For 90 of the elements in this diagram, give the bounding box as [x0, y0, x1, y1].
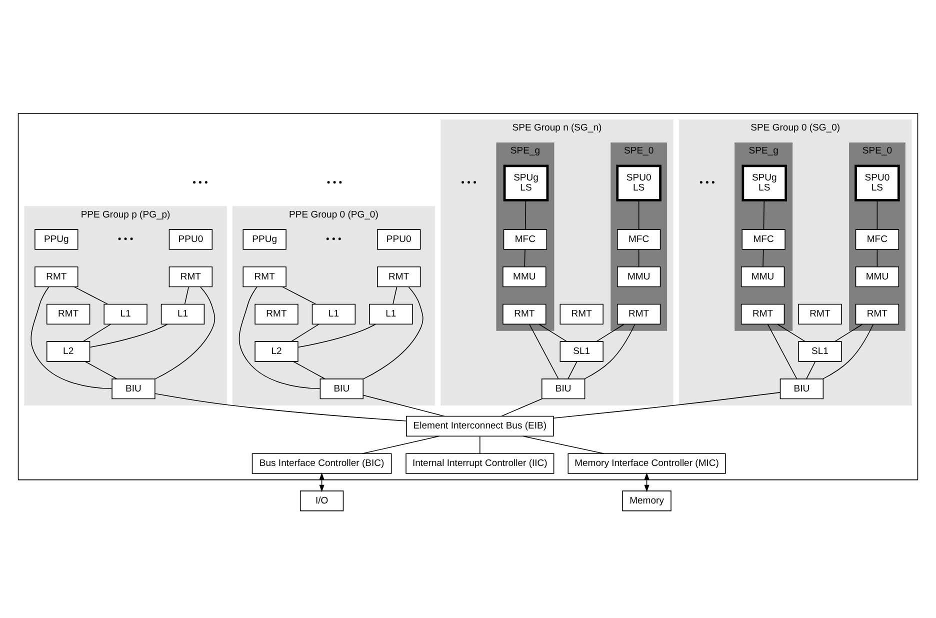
connector: [154, 286, 216, 380]
label: • • •: [118, 234, 134, 245]
connector: [568, 361, 578, 380]
connector: [806, 361, 816, 380]
connector: [762, 249, 764, 268]
node-box: L1: [160, 304, 205, 324]
node-box: MMU: [740, 266, 785, 288]
node-box: PPU0: [377, 229, 421, 250]
connector: [776, 324, 806, 342]
connector: [292, 361, 326, 380]
node-box: SPUg LS: [742, 164, 788, 202]
connector: [392, 286, 398, 305]
node-box: PPUg: [34, 229, 78, 250]
connector: [500, 398, 542, 417]
node-box: RMT: [168, 266, 213, 288]
connector: [524, 200, 526, 230]
node-box: Memory: [622, 490, 672, 512]
connector: [876, 249, 878, 268]
node-box: MFC: [616, 229, 661, 250]
node-box: MFC: [742, 229, 786, 250]
connector: [84, 361, 118, 380]
connector: [184, 286, 189, 305]
connector: [876, 200, 878, 230]
node-box: BIU: [112, 378, 156, 400]
connector: [522, 436, 605, 454]
node-box: Element Interconnect Bus (EIB): [406, 416, 554, 437]
connector: [90, 324, 168, 348]
connector: [291, 324, 320, 342]
connector: [584, 324, 636, 380]
node-box: Bus Interface Controller (BIC): [252, 453, 392, 474]
node-box: Internal Interrupt Controller (IIC): [406, 453, 554, 474]
node-box: BIU: [780, 378, 824, 400]
node-box: RMT: [798, 304, 842, 324]
node-box: Memory Interface Controller (MIC): [568, 453, 726, 474]
label: • • •: [326, 178, 342, 189]
label: • • •: [461, 178, 476, 189]
connector: [154, 393, 407, 422]
connector: [538, 324, 568, 342]
node-box: SL1: [798, 341, 842, 362]
connector: [553, 392, 781, 419]
node-box: RMT: [242, 266, 286, 288]
node-box: SPU0 LS: [854, 164, 900, 202]
connector: [362, 394, 445, 417]
node-box: RMT: [502, 304, 546, 324]
connector: [638, 200, 640, 230]
connector: [82, 324, 112, 342]
node-box: RMT: [254, 304, 298, 324]
label: • • •: [326, 234, 342, 245]
node-box: L1: [312, 304, 356, 324]
node-box: BIU: [542, 378, 586, 400]
connector: [596, 324, 625, 342]
connector: [74, 286, 108, 305]
connector: [763, 200, 765, 230]
node-box: SPUg LS: [503, 164, 549, 202]
label: • • •: [192, 178, 208, 189]
label: • • •: [700, 178, 715, 189]
node-box: PPUg: [242, 229, 286, 250]
connector: [238, 286, 321, 390]
connector: [362, 436, 440, 454]
node-box: BIU: [320, 378, 364, 400]
node-box: MMU: [855, 266, 900, 288]
connector: [638, 249, 640, 268]
node-box: RMT: [377, 266, 421, 288]
node-box: I/O: [300, 490, 344, 512]
connector: [834, 324, 864, 342]
node-box: RMT: [560, 304, 604, 324]
connector: [298, 324, 376, 348]
node-box: RMT: [616, 304, 661, 324]
connector: [767, 324, 798, 380]
node-box: MMU: [502, 266, 546, 288]
node-box: RMT: [740, 304, 785, 324]
node-box: MFC: [855, 229, 900, 250]
node-box: MMU: [616, 266, 661, 288]
connector: [362, 286, 424, 380]
node-box: L2: [254, 341, 298, 362]
node-box: L2: [46, 341, 90, 362]
connector: [822, 324, 874, 380]
node-box: PPU0: [168, 229, 213, 250]
connector: [30, 286, 112, 390]
node-box: RMT: [34, 266, 78, 288]
node-box: SL1: [560, 341, 604, 362]
node-box: RMT: [855, 304, 900, 324]
node-box: SPU0 LS: [616, 164, 662, 202]
node-box: L1: [369, 304, 413, 324]
node-box: RMT: [46, 304, 90, 324]
connector: [524, 249, 526, 268]
node-box: L1: [104, 304, 148, 324]
connector: [282, 286, 316, 305]
node-box: MFC: [503, 229, 548, 250]
connector: [528, 324, 559, 380]
